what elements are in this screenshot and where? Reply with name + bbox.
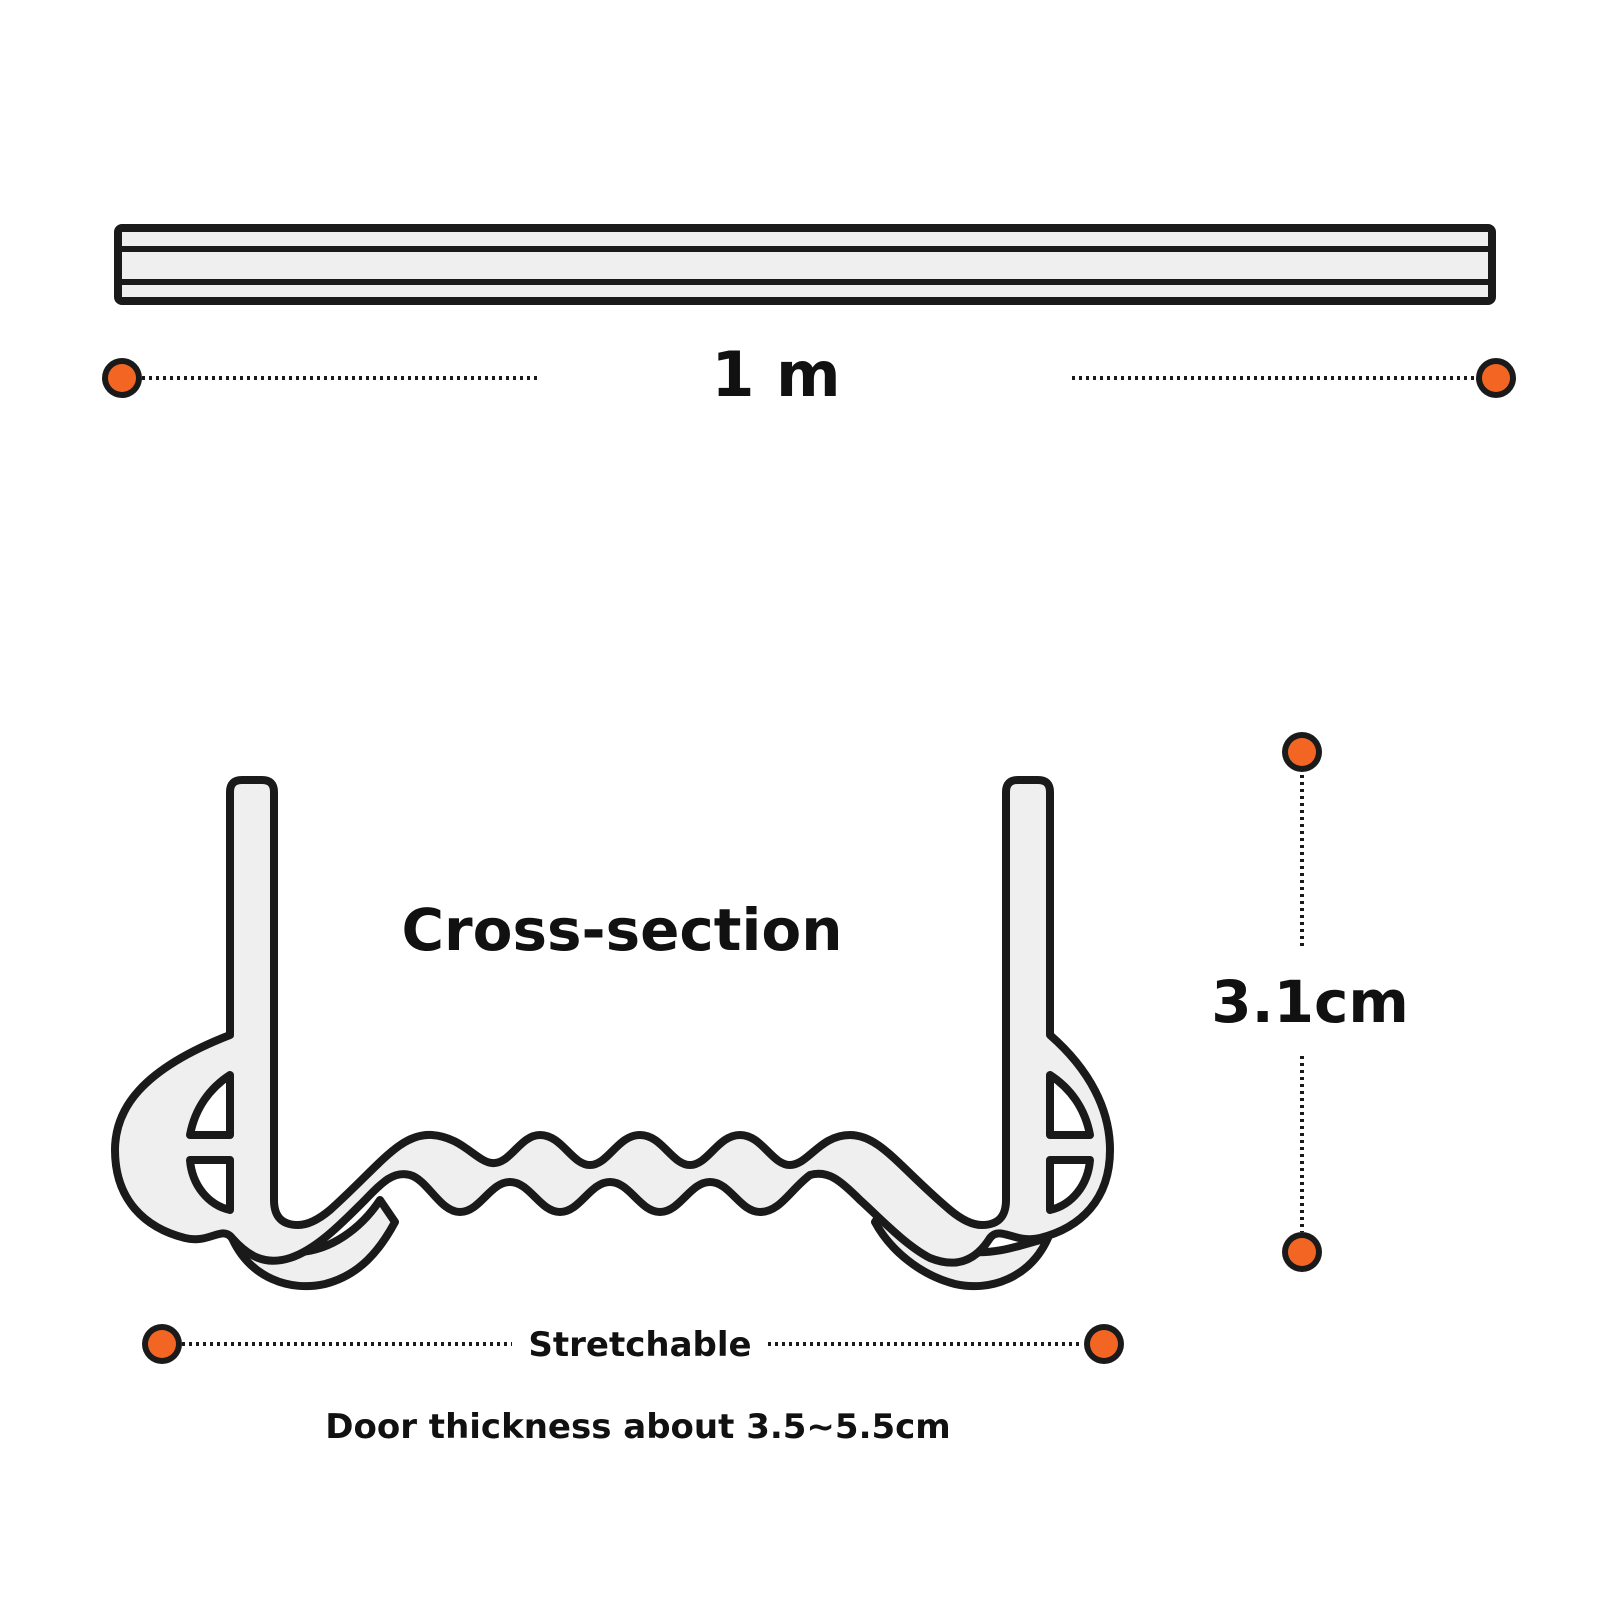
length-dimension: 1 m bbox=[102, 338, 1516, 411]
width-end-marker bbox=[1084, 1324, 1124, 1364]
length-end-marker bbox=[1476, 358, 1516, 398]
width-dimension: Stretchable bbox=[142, 1324, 1124, 1365]
profile-body bbox=[111, 776, 1114, 1267]
height-top-marker bbox=[1282, 732, 1322, 772]
left-lower-chamber bbox=[186, 1156, 234, 1214]
door-thickness-note: Door thickness about 3.5~5.5cm bbox=[325, 1407, 950, 1447]
strip-side-view bbox=[114, 224, 1496, 305]
cross-section-profile bbox=[111, 776, 1114, 1291]
left-upper-chamber bbox=[186, 1071, 234, 1139]
height-label: 3.1cm bbox=[1211, 968, 1409, 1036]
width-label: Stretchable bbox=[528, 1325, 751, 1365]
height-dimension: 3.1cm bbox=[1211, 732, 1409, 1272]
width-start-marker bbox=[142, 1324, 182, 1364]
height-bottom-marker bbox=[1282, 1232, 1322, 1272]
right-lower-chamber bbox=[1046, 1156, 1094, 1214]
length-start-marker bbox=[102, 358, 142, 398]
length-label: 1 m bbox=[711, 338, 840, 411]
right-upper-chamber bbox=[1046, 1071, 1094, 1139]
cross-section-title: Cross-section bbox=[401, 896, 842, 964]
